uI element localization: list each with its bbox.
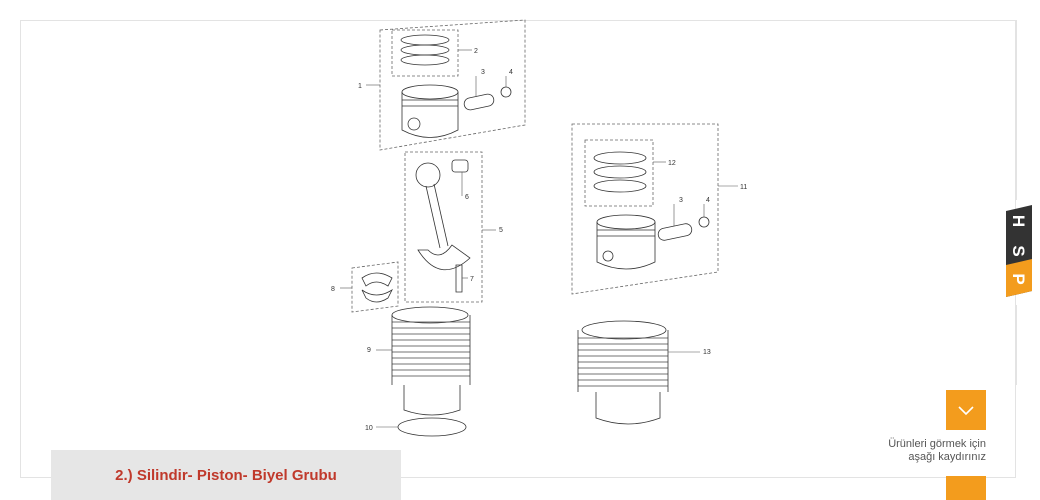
secondary-scroll-button[interactable] (946, 476, 986, 500)
part-label: 11 (740, 184, 747, 191)
part-label: 3 (481, 69, 485, 76)
side-divider-top (1015, 20, 1017, 200)
side-divider-bottom (1015, 305, 1017, 385)
part-label: 12 (668, 160, 676, 167)
part-label: 6 (465, 194, 469, 201)
scroll-hint: Ürünleri görmek için aşağı kaydırınız (786, 438, 986, 464)
part-label: 4 (706, 197, 710, 204)
scroll-hint-line1: Ürünleri görmek için (888, 438, 986, 450)
scroll-down-button[interactable] (946, 390, 986, 430)
part-label: 8 (331, 286, 335, 293)
caption-title: 2.) Silindir- Piston- Biyel Grubu (115, 466, 337, 484)
part-label: 1 (358, 83, 362, 90)
brand-letter: S (1009, 245, 1028, 256)
brand-letter: P (1009, 273, 1028, 284)
diagram-card (20, 20, 1016, 478)
hsp-brand-logo: H S P (1006, 205, 1032, 297)
section-caption: 2.) Silindir- Piston- Biyel Grubu (51, 450, 401, 500)
part-label: 4 (509, 69, 513, 76)
part-label: 2 (474, 48, 478, 55)
part-label: 7 (470, 276, 474, 283)
chevron-down-icon (958, 406, 974, 416)
part-label: 9 (367, 347, 371, 354)
part-label: 13 (703, 349, 711, 356)
part-label: 10 (365, 425, 373, 432)
part-label: 3 (679, 197, 683, 204)
part-label: 5 (499, 227, 503, 234)
brand-letter: H (1009, 215, 1028, 227)
scroll-hint-line2: aşağı kaydırınız (908, 451, 986, 463)
